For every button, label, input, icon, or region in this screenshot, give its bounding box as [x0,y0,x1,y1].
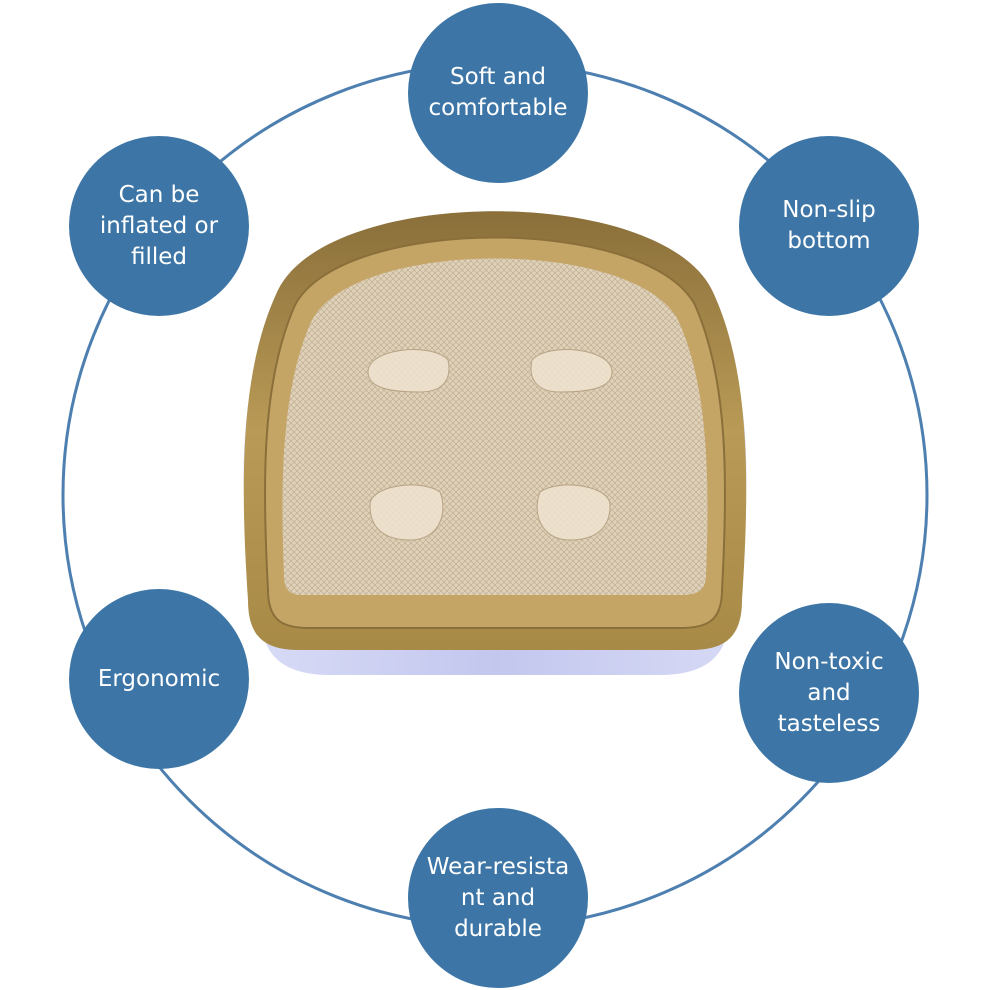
feature-label: Non-toxic and tasteless [774,648,884,737]
feature-non-toxic: Non-toxic and tasteless [739,603,919,783]
feature-label: Soft and comfortable [428,64,568,121]
feature-label: Ergonomic [97,665,221,692]
feature-ergonomic: Ergonomic [69,589,249,769]
feature-label: Wear-resista nt and durable [426,853,570,942]
feature-label: Non-slip bottom [782,197,876,254]
feature-label: Can be inflated or filled [99,181,219,270]
seat-indents [367,349,613,541]
feature-inflatable: Can be inflated or filled [69,136,249,316]
feature-soft-and-comfortable: Soft and comfortable [408,3,588,183]
feature-wear-resistant: Wear-resista nt and durable [408,808,588,988]
feature-non-slip-bottom: Non-slip bottom [739,136,919,316]
